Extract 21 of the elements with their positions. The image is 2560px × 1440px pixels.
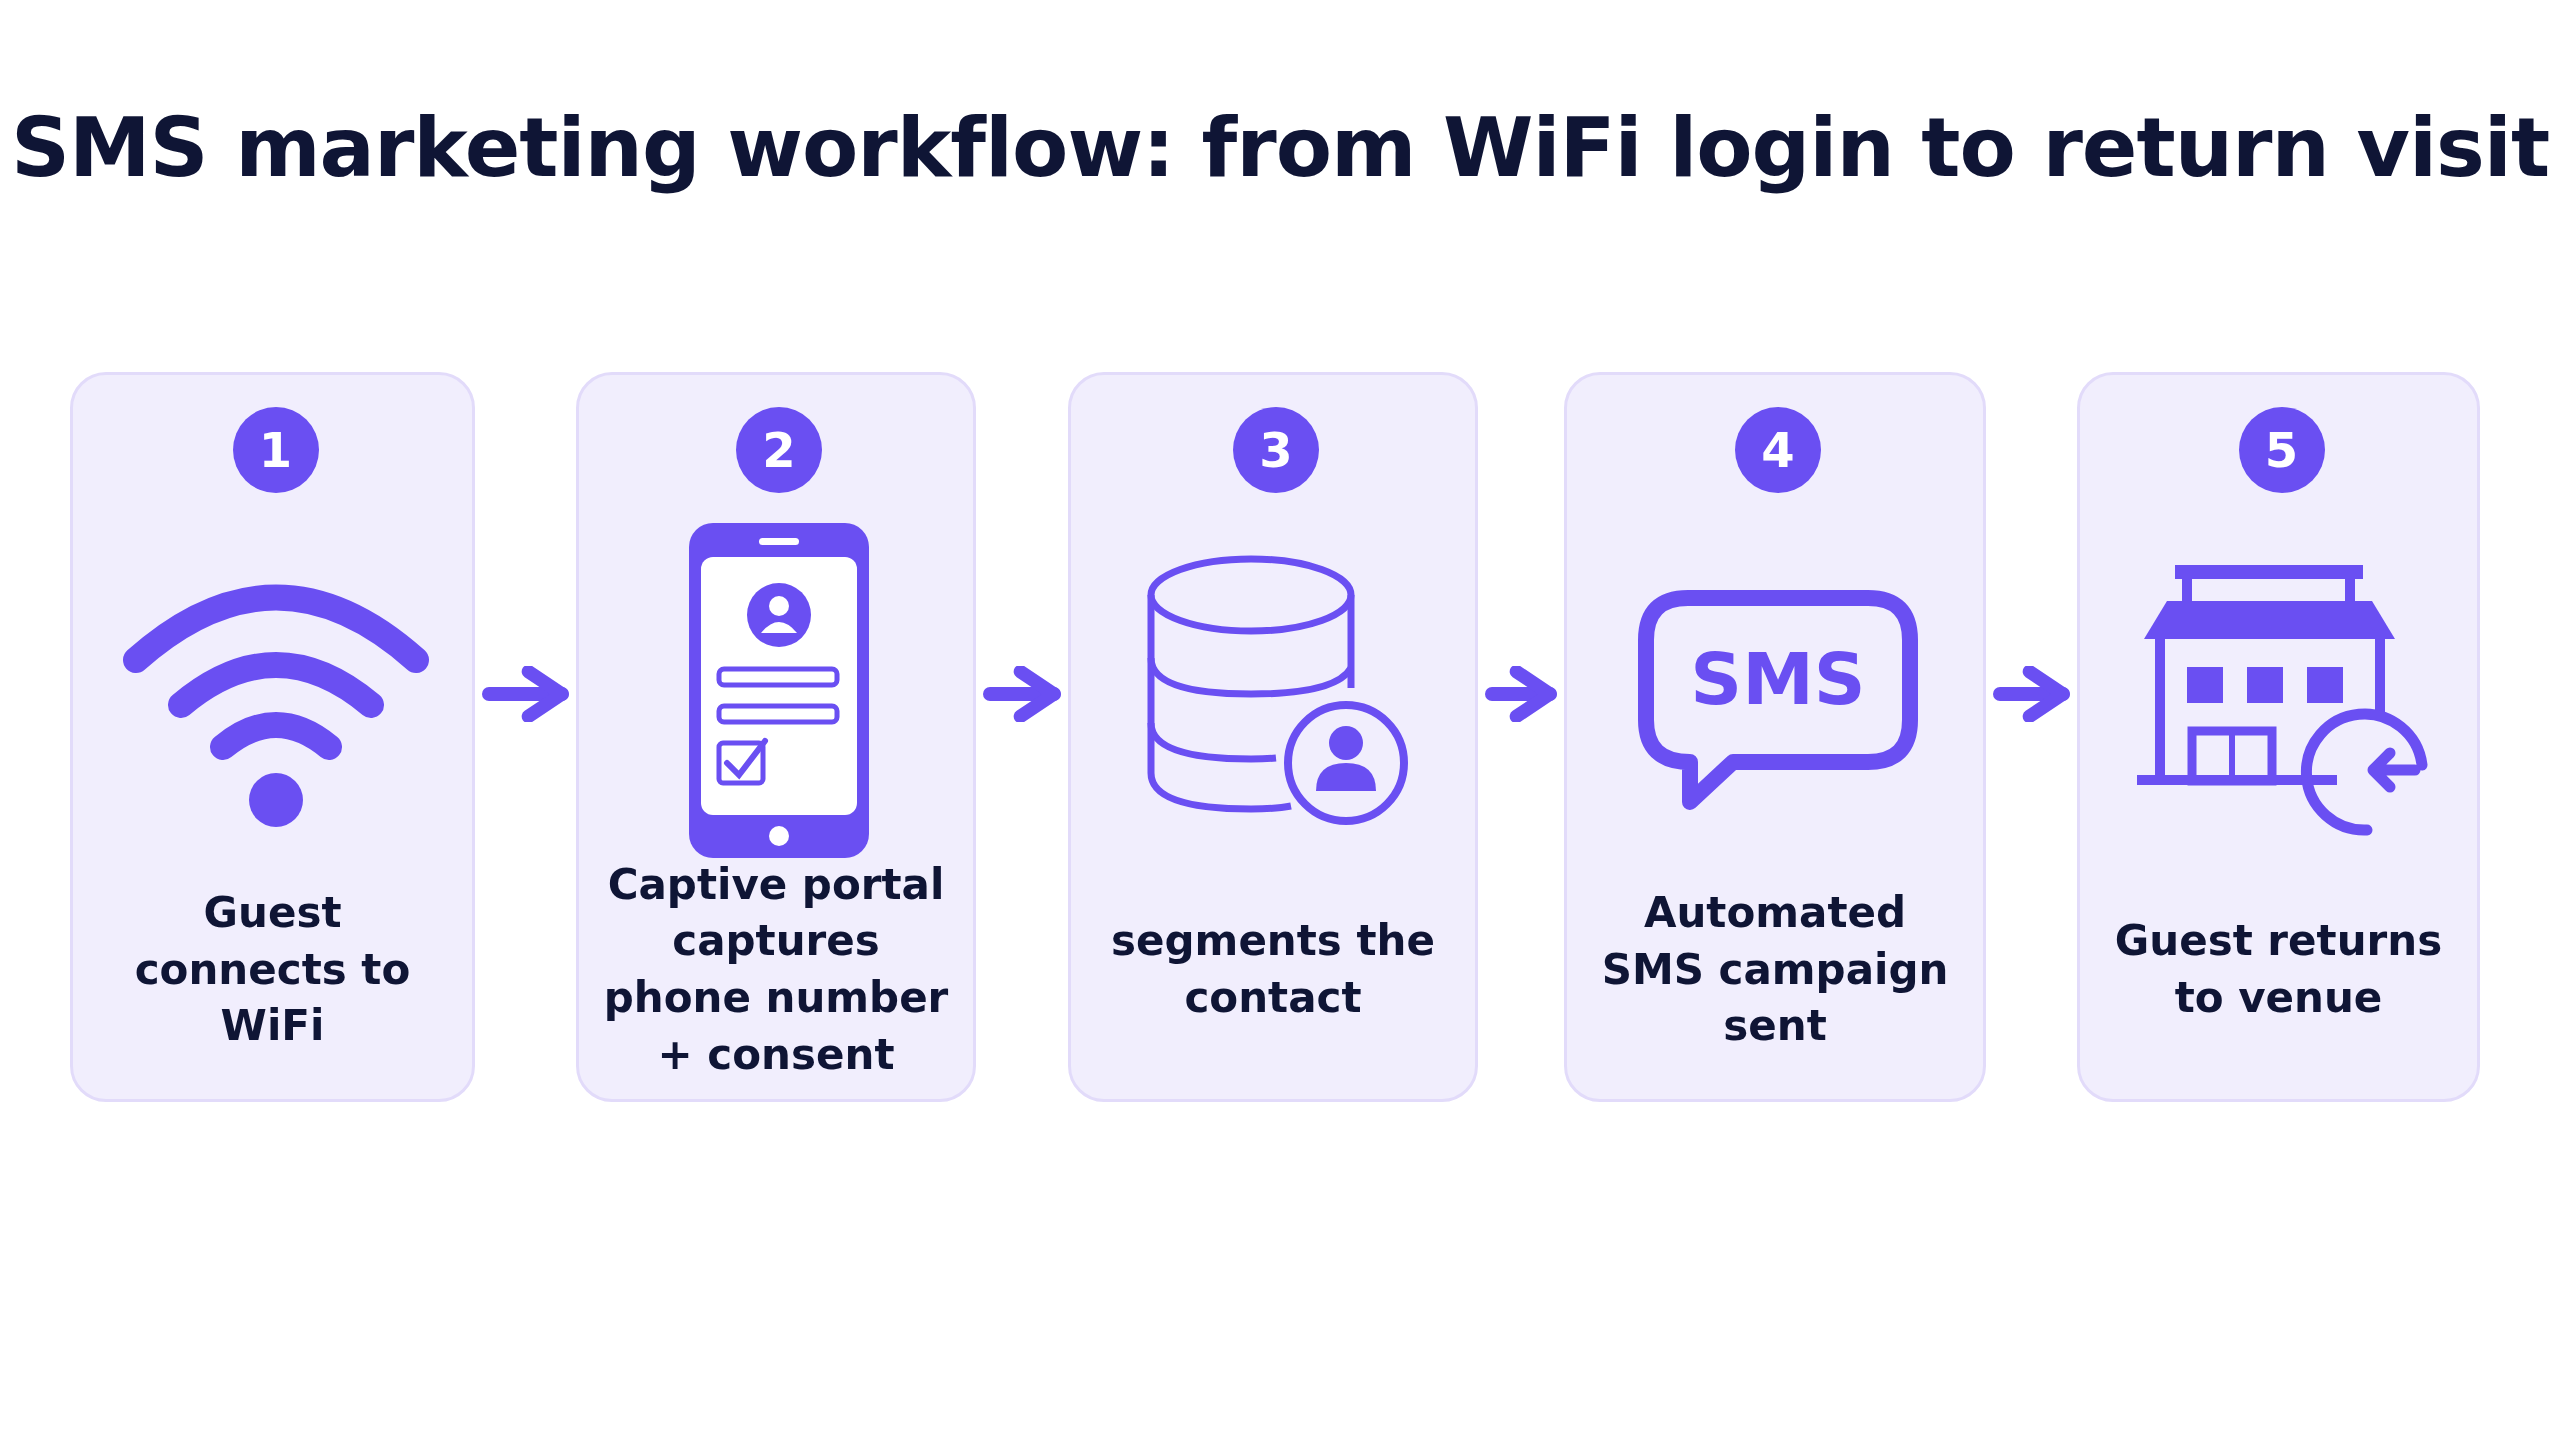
step-number-badge: 3 bbox=[1233, 407, 1319, 493]
step-description: Guest returns to venue bbox=[2113, 915, 2444, 1024]
flow-arrow bbox=[983, 664, 1061, 724]
step-description: Captive portal captures phone number + consent bbox=[602, 858, 950, 1081]
step-number-badge: 1 bbox=[232, 407, 319, 493]
step-number-badge: 4 bbox=[1735, 407, 1821, 493]
step-description: Guest connects to WiFi bbox=[133, 886, 412, 1053]
step-number-badge: 5 bbox=[2238, 407, 2325, 493]
step-description: Automated SMS campaign sent bbox=[1600, 886, 1950, 1053]
step-card bbox=[2077, 372, 2480, 1102]
flow-arrow bbox=[1993, 664, 2070, 724]
flow-arrow bbox=[482, 664, 569, 724]
step-card bbox=[70, 372, 475, 1102]
diagram-title: SMS marketing workflow: from WiFi login to return visit bbox=[9, 100, 2551, 195]
step-card bbox=[576, 372, 976, 1102]
step-number-badge: 2 bbox=[736, 407, 822, 493]
step-description: segments the contact bbox=[1110, 915, 1436, 1024]
step-card bbox=[1068, 372, 1478, 1102]
bubble-text: SMS bbox=[1689, 637, 1867, 721]
step-card bbox=[1564, 372, 1986, 1102]
flow-arrow bbox=[1485, 664, 1557, 724]
